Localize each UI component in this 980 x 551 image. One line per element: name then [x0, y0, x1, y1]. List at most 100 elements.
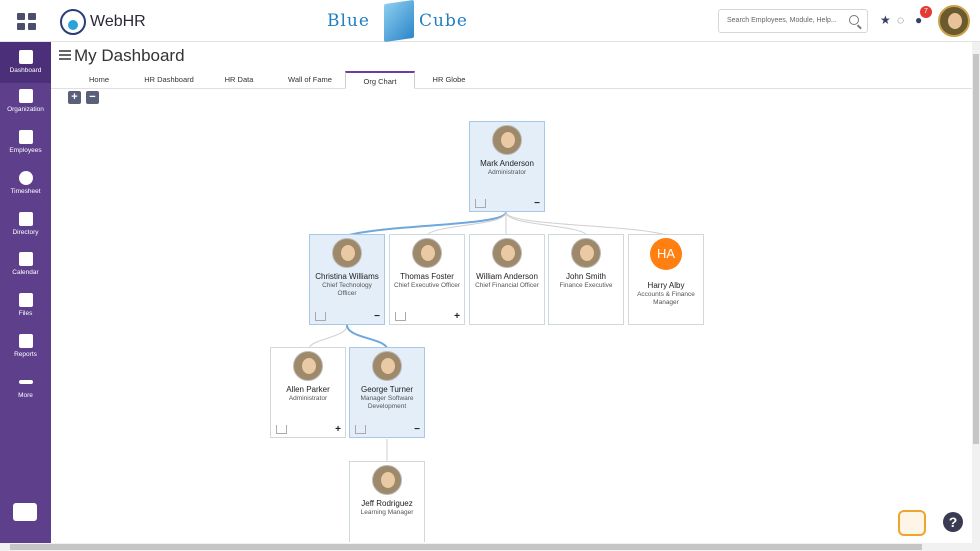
- sidebar-item-label: Files: [18, 310, 33, 317]
- hierarchy-icon[interactable]: [276, 425, 287, 434]
- search-placeholder: Search Employees, Module, Help...: [727, 17, 837, 24]
- sidebar-item-label: Timesheet: [10, 188, 41, 195]
- page-title: My Dashboard: [74, 46, 185, 65]
- employee-role: Accounts & Finance Manager: [637, 291, 695, 306]
- hierarchy-icon[interactable]: [395, 312, 406, 321]
- sidebar-item-dashboard[interactable]: Dashboard: [0, 42, 51, 83]
- scrollbar-thumb[interactable]: [10, 544, 922, 550]
- sidebar-item-files[interactable]: Files: [0, 293, 51, 317]
- user-avatar[interactable]: [938, 5, 970, 37]
- cube-icon: [384, 0, 414, 43]
- employee-role: Administrator: [288, 395, 328, 402]
- tab-hr-dashboard[interactable]: HR Dashboard: [144, 75, 194, 84]
- sidebar-item-label: More: [18, 392, 33, 399]
- apps-grid-icon[interactable]: [17, 13, 37, 31]
- zoom-out-button[interactable]: −: [86, 91, 99, 104]
- sidebar: Dashboard Organization Employees Timeshe…: [0, 42, 51, 551]
- sidebar-item-label: Employees: [9, 147, 42, 154]
- help-icon[interactable]: ?: [943, 512, 963, 532]
- sidebar-item-employees[interactable]: Employees: [0, 130, 51, 154]
- tab-wall-of-fame[interactable]: Wall of Fame: [288, 75, 332, 84]
- calendar-icon: [18, 252, 33, 266]
- sidebar-item-calendar[interactable]: Calendar: [0, 252, 51, 276]
- hierarchy-icon[interactable]: [355, 425, 366, 434]
- org-node-william-anderson[interactable]: William Anderson Chief Financial Officer: [469, 234, 545, 325]
- sidebar-item-more[interactable]: More: [0, 375, 51, 399]
- search-input[interactable]: Search Employees, Module, Help...: [718, 9, 868, 33]
- chat-bubbles-icon[interactable]: ◌: [897, 13, 905, 27]
- webhr-logo-icon: [60, 9, 86, 35]
- chat-icon[interactable]: [13, 503, 37, 521]
- avatar: [412, 238, 442, 268]
- employee-name: George Turner: [360, 385, 414, 394]
- avatar: [293, 351, 323, 381]
- tab-org-chart[interactable]: Org Chart: [345, 71, 415, 89]
- employee-name: William Anderson: [476, 272, 538, 281]
- sidebar-item-label: Calendar: [12, 269, 39, 276]
- people-icon: [18, 130, 33, 144]
- hierarchy-icon[interactable]: [315, 312, 326, 321]
- sidebar-item-reports[interactable]: Reports: [0, 334, 51, 358]
- org-node-harry-alby[interactable]: HA Harry Alby Accounts & Finance Manager: [628, 234, 704, 325]
- chatbot-icon[interactable]: [898, 510, 926, 536]
- expand-toggle[interactable]: +: [454, 311, 460, 322]
- employee-role: Manager Software Development: [360, 395, 414, 410]
- app-name: WebHR: [90, 13, 146, 30]
- id-card-icon: [18, 212, 33, 226]
- tab-hr-globe[interactable]: HR Globe: [432, 75, 466, 84]
- scrollbar-thumb[interactable]: [973, 54, 979, 444]
- dashboard-header: My Dashboard Home HR Dashboard HR Data W…: [51, 42, 972, 89]
- initials-avatar: HA: [650, 238, 682, 270]
- tab-home[interactable]: Home: [88, 75, 109, 84]
- zoom-in-button[interactable]: +: [68, 91, 81, 104]
- org-node-john-smith[interactable]: John Smith Finance Executive: [548, 234, 624, 325]
- notification-badge: 7: [920, 6, 932, 18]
- org-chart: Mark Anderson Administrator − Christina …: [57, 106, 972, 542]
- org-node-george-turner[interactable]: George Turner Manager Software Developme…: [349, 347, 425, 438]
- home-icon: [18, 50, 33, 64]
- avatar: [372, 465, 402, 495]
- employee-name: Allen Parker: [286, 385, 330, 394]
- org-node-mark-anderson[interactable]: Mark Anderson Administrator −: [469, 121, 545, 212]
- clock-icon: [18, 171, 33, 185]
- avatar: [492, 238, 522, 268]
- org-node-christina-williams[interactable]: Christina Williams Chief Technology Offi…: [309, 234, 385, 325]
- menu-icon[interactable]: [59, 50, 71, 60]
- expand-toggle[interactable]: +: [335, 424, 341, 435]
- collapse-toggle[interactable]: −: [414, 424, 420, 435]
- horizontal-scrollbar[interactable]: [0, 543, 980, 551]
- notification-icon[interactable]: ●: [915, 13, 923, 27]
- pin-icon[interactable]: ★: [880, 13, 891, 27]
- webhr-logo[interactable]: WebHR: [60, 8, 146, 36]
- org-node-allen-parker[interactable]: Allen Parker Administrator +: [270, 347, 346, 438]
- employee-name: John Smith: [565, 272, 607, 281]
- avatar: [372, 351, 402, 381]
- sidebar-item-timesheet[interactable]: Timesheet: [0, 171, 51, 195]
- bar-chart-icon: [18, 334, 33, 348]
- employee-name: Mark Anderson: [480, 159, 534, 168]
- top-bar: WebHR Blue Cube Search Employees, Module…: [0, 0, 980, 43]
- employee-name: Harry Alby: [647, 281, 685, 290]
- vertical-scrollbar[interactable]: [972, 42, 980, 543]
- hierarchy-icon[interactable]: [475, 199, 486, 208]
- tab-bar: Home HR Dashboard HR Data Wall of Fame O…: [51, 71, 972, 89]
- avatar: [571, 238, 601, 268]
- sidebar-item-organization[interactable]: Organization: [0, 89, 51, 113]
- sidebar-item-label: Reports: [14, 351, 37, 358]
- employee-name: Christina Williams: [315, 272, 379, 281]
- org-node-thomas-foster[interactable]: Thomas Foster Chief Executive Officer +: [389, 234, 465, 325]
- employee-role: Administrator: [487, 169, 527, 176]
- bluecube-logo: Blue Cube: [327, 0, 469, 43]
- sidebar-item-directory[interactable]: Directory: [0, 212, 51, 236]
- org-node-jeff-rodriguez[interactable]: Jeff Rodriguez Learning Manager: [349, 461, 425, 542]
- employee-role: Finance Executive: [559, 282, 613, 289]
- search-icon[interactable]: [849, 15, 859, 25]
- gear-icon: [18, 89, 33, 103]
- tab-hr-data[interactable]: HR Data: [224, 75, 254, 84]
- employee-role: Chief Executive Officer: [394, 282, 460, 289]
- employee-name: Jeff Rodriguez: [361, 499, 413, 508]
- collapse-toggle[interactable]: −: [374, 311, 380, 322]
- sidebar-item-label: Organization: [7, 106, 44, 113]
- collapse-toggle[interactable]: −: [534, 198, 540, 209]
- org-chart-connectors: [308, 211, 667, 462]
